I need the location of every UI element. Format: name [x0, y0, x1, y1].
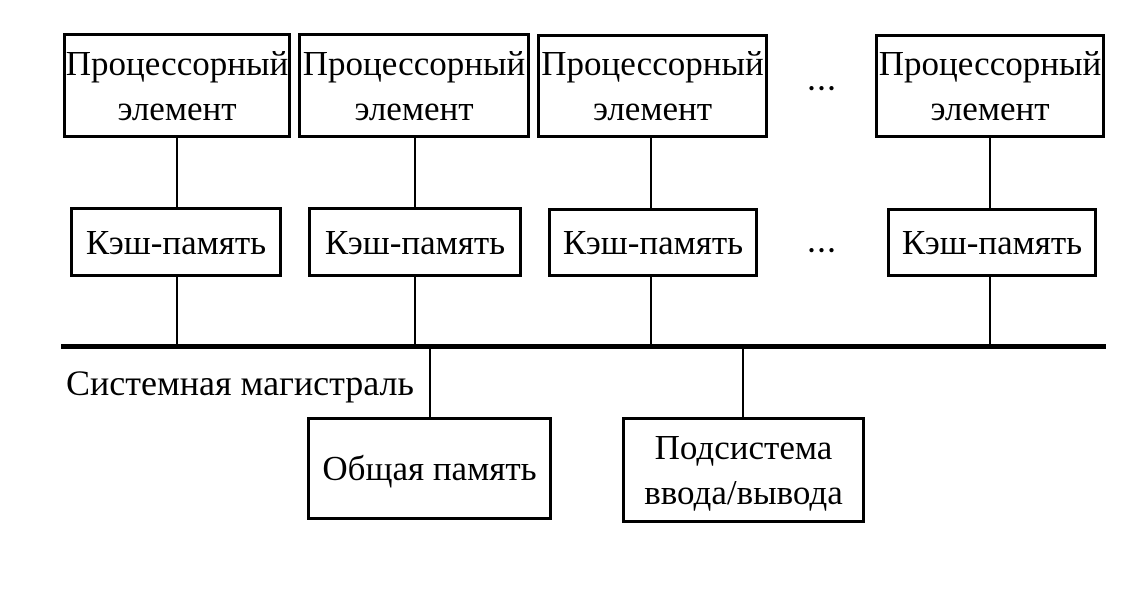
connector-processor1-cache1 [176, 136, 178, 208]
connector-bus-io-subsystem [742, 347, 744, 419]
processor-element-label-1: Процессорный элемент [65, 43, 289, 128]
processor-element-box-1: Процессорный элемент [63, 33, 291, 138]
io-subsystem-label: Подсистема ввода/вывода [644, 428, 843, 512]
connector-cache3-bus [650, 276, 652, 346]
processor-element-box-3: Процессорный элемент [537, 34, 768, 138]
system-bus-line [61, 344, 1106, 349]
processor-element-label-2: Процессорный элемент [302, 43, 526, 128]
cache-memory-box-2: Кэш-память [308, 207, 522, 277]
processor-element-box-2: Процессорный элемент [298, 33, 530, 138]
cache-memory-box-1: Кэш-память [70, 207, 282, 277]
ellipsis-processor-row: ... [807, 58, 837, 98]
connector-processor2-cache2 [414, 136, 416, 208]
ellipsis-cache-row: ... [807, 220, 837, 260]
connector-bus-shared-memory [429, 347, 431, 419]
processor-element-label-4: Процессорный элемент [878, 44, 1102, 128]
cache-memory-box-4: Кэш-память [887, 208, 1097, 277]
shared-memory-box: Общая память [307, 417, 552, 520]
connector-cache1-bus [176, 275, 178, 346]
io-subsystem-box: Подсистема ввода/вывода [622, 417, 865, 523]
connector-processor4-cache4 [989, 136, 991, 209]
shared-memory-label: Общая память [322, 449, 537, 488]
connector-cache2-bus [414, 275, 416, 346]
cache-memory-label-2: Кэш-память [324, 222, 506, 262]
processor-element-box-4: Процессорный элемент [875, 34, 1105, 138]
connector-cache4-bus [989, 276, 991, 346]
cache-memory-box-3: Кэш-память [548, 208, 758, 277]
connector-processor3-cache3 [650, 136, 652, 209]
cache-memory-label-1: Кэш-память [85, 222, 267, 262]
processor-element-label-3: Процессорный элемент [541, 44, 764, 128]
system-bus-label: Системная магистраль [66, 363, 414, 403]
cache-memory-label-4: Кэш-память [901, 223, 1083, 262]
cache-memory-label-3: Кэш-память [562, 223, 744, 262]
